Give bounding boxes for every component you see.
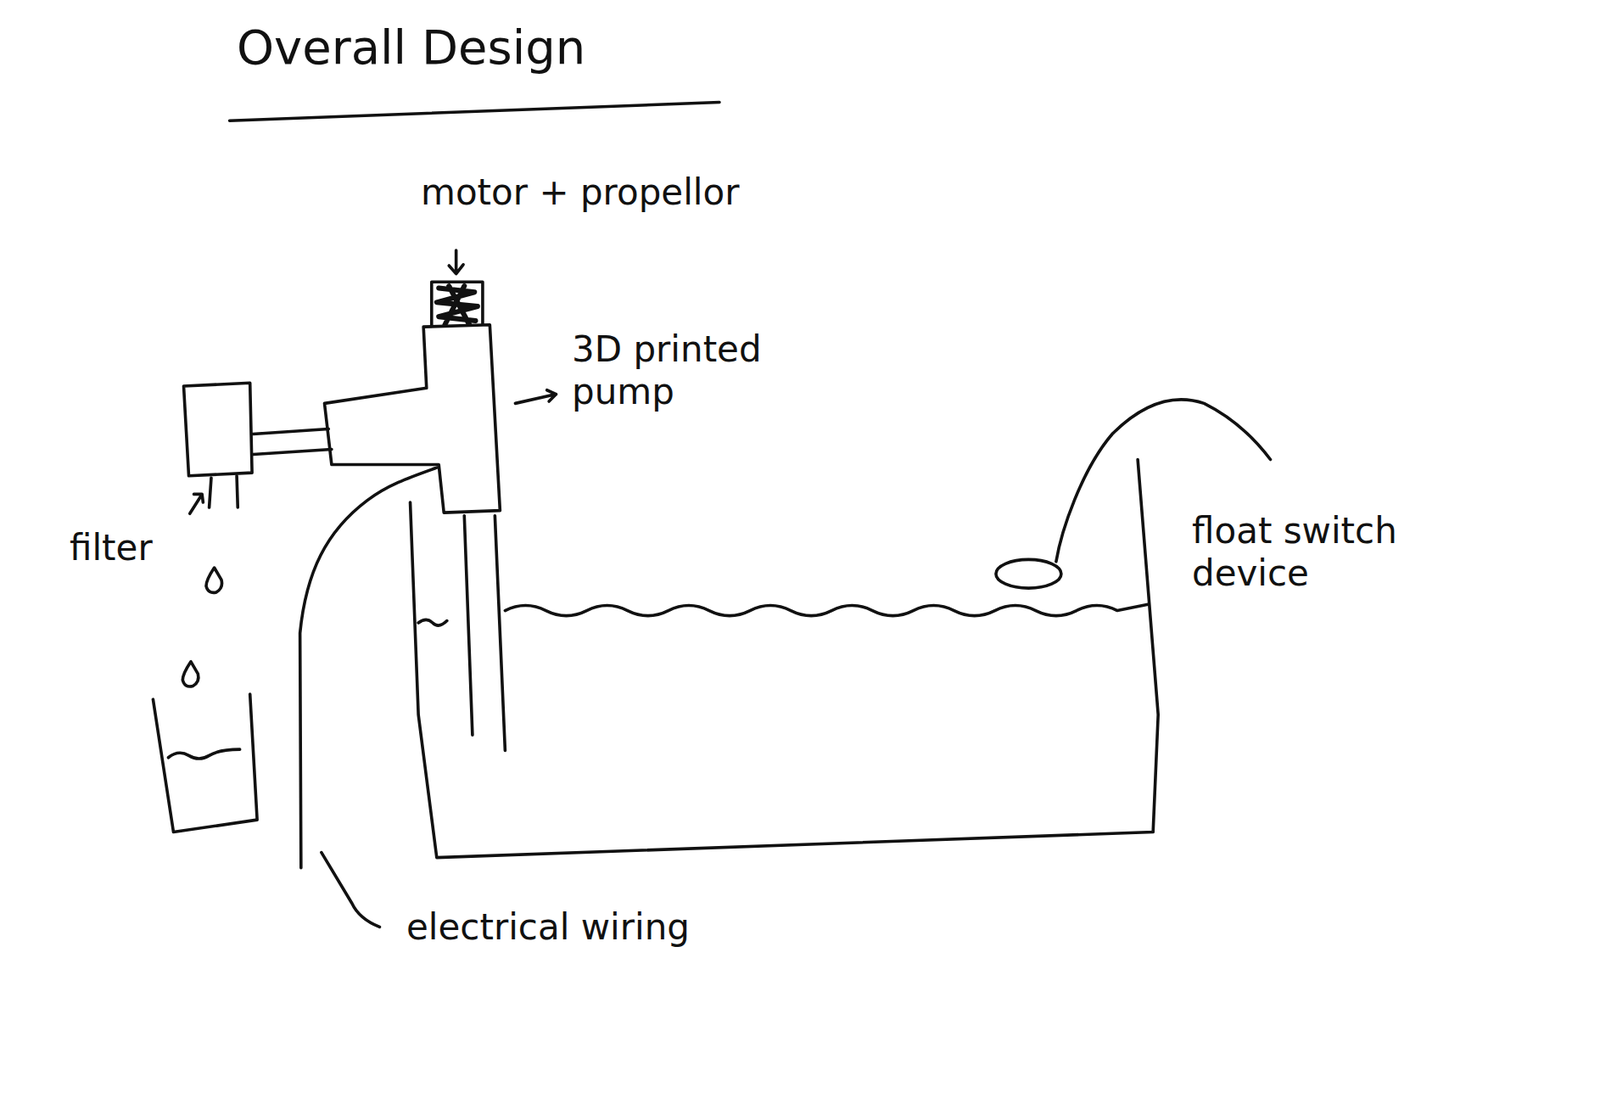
- diagram-title: Overall Design: [236, 18, 586, 76]
- water-drop: [182, 661, 199, 687]
- leader-line: [321, 852, 381, 928]
- leader-arrow: [190, 493, 204, 514]
- electrical-wire: [300, 467, 437, 868]
- part-label: electrical wiring: [406, 906, 690, 949]
- part-label: 3D printed pump: [571, 328, 833, 414]
- water-surface: [504, 604, 1148, 616]
- part-label: filter: [69, 526, 153, 570]
- title-underline: [229, 102, 720, 122]
- collection-cup: [152, 693, 258, 832]
- inlet-pipe: [252, 428, 332, 454]
- outlet-pipe: [464, 515, 505, 751]
- pump-body: [324, 324, 500, 513]
- float: [995, 559, 1062, 588]
- motor-housing: [431, 281, 483, 328]
- water-surface: [167, 749, 240, 759]
- water-surface: [418, 619, 448, 626]
- water-drop: [206, 567, 223, 593]
- motor-hatching: [436, 285, 478, 325]
- tank: [410, 459, 1159, 858]
- leader-arrow: [514, 390, 556, 404]
- filter-box: [184, 382, 253, 476]
- part-label: motor + propellor: [420, 171, 739, 214]
- leader-arrow: [448, 250, 464, 275]
- part-label: float switch device: [1191, 509, 1499, 596]
- filter-outlet: [209, 475, 239, 508]
